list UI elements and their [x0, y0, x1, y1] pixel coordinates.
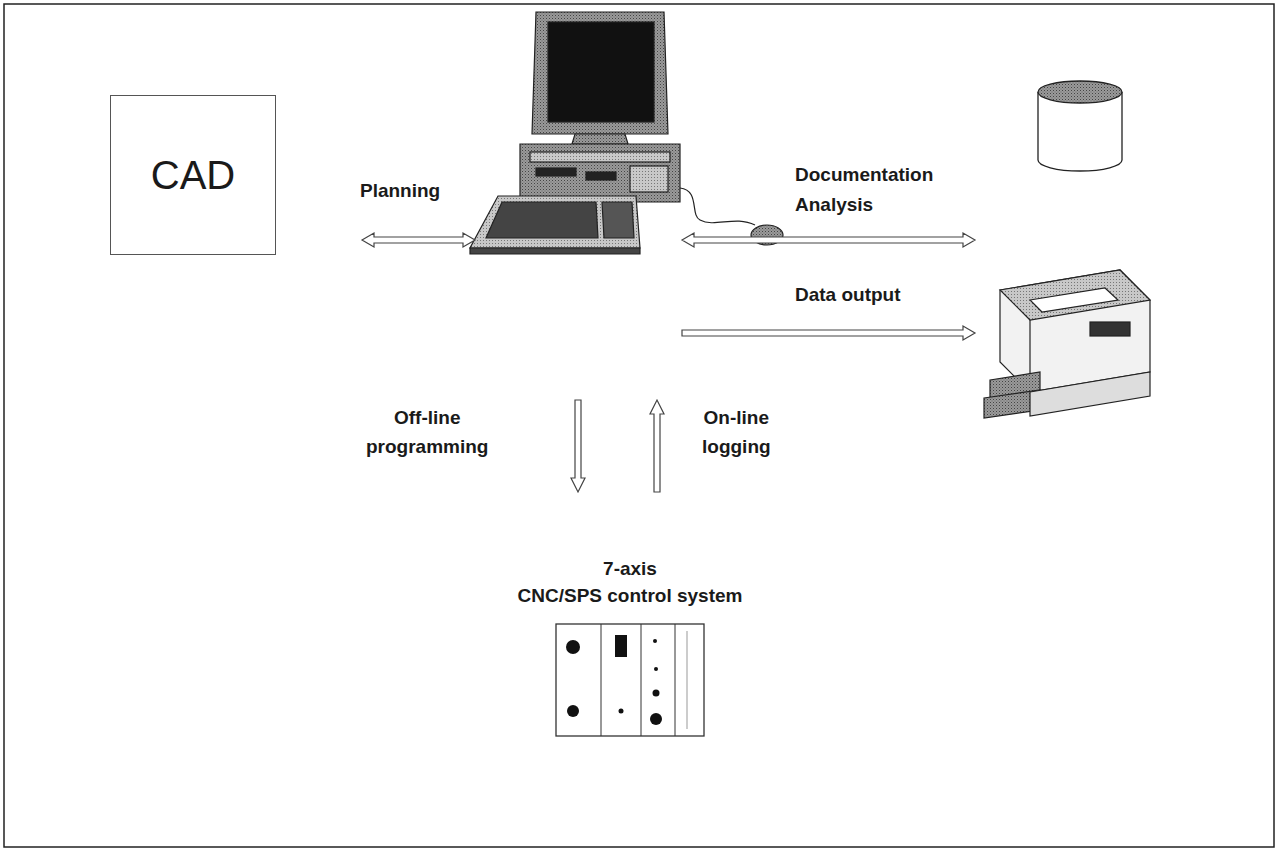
flow-label: On-line logging [702, 403, 771, 462]
cad-box: CAD [110, 95, 276, 255]
computer-icon [470, 12, 783, 254]
frame [4, 4, 1274, 847]
control-unit: 7-axis CNC/SPS control system [452, 556, 808, 737]
flow-label: Off-line programming [366, 403, 488, 462]
flow-label: Planning [360, 176, 440, 205]
control-heading: 7-axis CNC/SPS control system [505, 556, 755, 609]
control-rack [555, 623, 705, 737]
wrap-spacer [505, 556, 577, 583]
printer-icon [984, 270, 1150, 418]
flow-label: Documentation [795, 160, 933, 189]
node-text: CAD [151, 153, 235, 198]
storage-cylinder [1038, 81, 1122, 171]
node-heading: 7-axis CNC/SPS control system [518, 558, 743, 606]
flow-label: Data output [795, 280, 901, 309]
flow-arrows [362, 233, 975, 492]
wrap-spacer [683, 556, 755, 583]
flow-label: Analysis [795, 190, 873, 219]
